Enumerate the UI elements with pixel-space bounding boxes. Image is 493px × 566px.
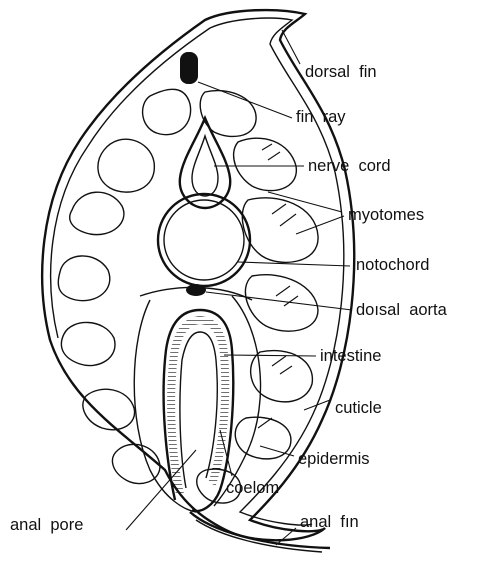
label-dorsal-aorta: doısal aorta [356, 302, 447, 319]
leader-dorsal-aorta [206, 292, 352, 310]
label-dorsal-fin: dorsal fin [305, 64, 377, 81]
label-nerve-cord: nerve cord [308, 158, 391, 175]
label-coelom: coelom [226, 480, 279, 497]
label-myotomes: myotomes [348, 207, 424, 224]
intestine-shape [164, 310, 234, 511]
leader-anal-pore [126, 450, 196, 530]
label-anal-pore: anal pore [10, 517, 83, 534]
dorsal-aorta-shape [186, 284, 206, 296]
leader-myotomes-2 [296, 216, 344, 234]
label-cuticle: cuticle [335, 400, 382, 417]
label-fin-ray: fin ray [296, 109, 346, 126]
leader-intestine [224, 355, 316, 356]
label-intestine: intestine [320, 348, 381, 365]
label-notochord: notochord [356, 257, 429, 274]
label-anal-fin: anal fın [300, 514, 359, 531]
leader-fin-ray [198, 82, 292, 118]
leader-notochord [238, 262, 350, 266]
label-epidermis: epidermis [298, 451, 370, 468]
fin-ray-mark [180, 52, 198, 84]
